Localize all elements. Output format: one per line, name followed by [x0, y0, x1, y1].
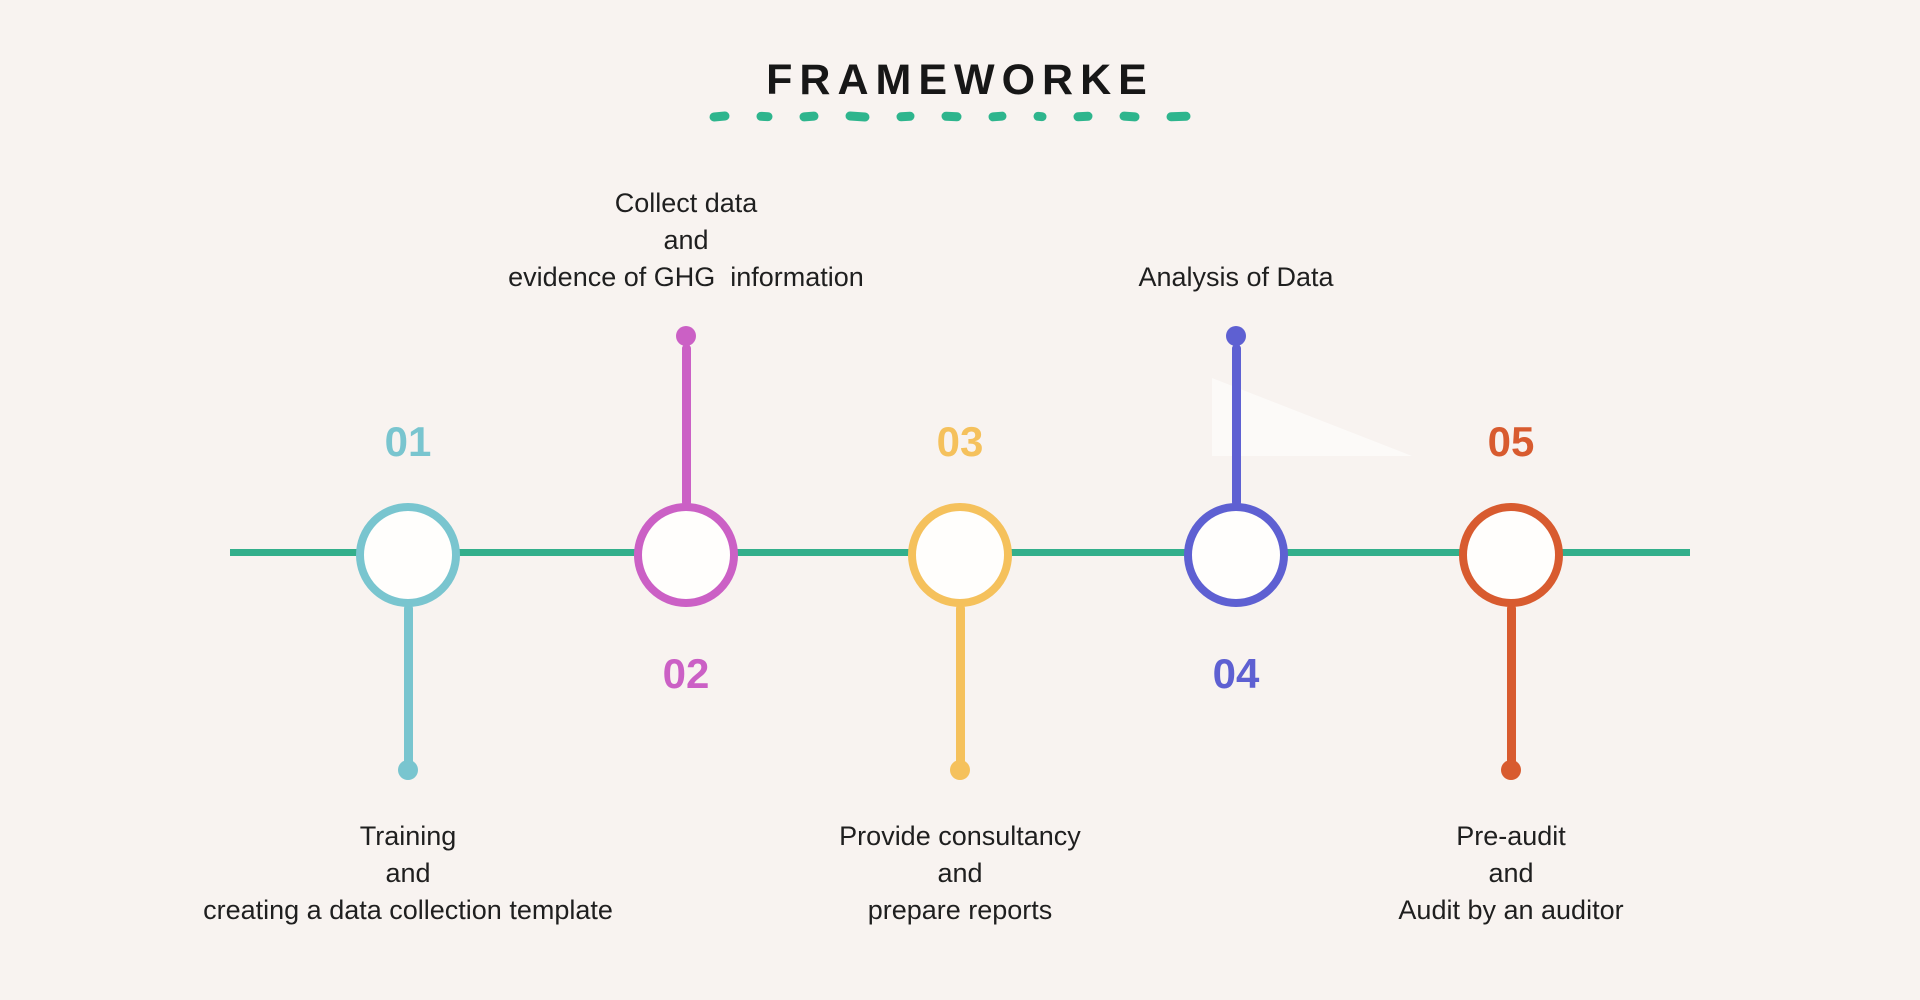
step-number: 02	[662, 650, 710, 697]
underline-dash	[1033, 111, 1047, 122]
underline-dash	[988, 111, 1007, 122]
page-title: FRAMEWORKE	[766, 56, 1154, 104]
step-number: 03	[936, 418, 984, 465]
step-connector-dot	[1501, 760, 1521, 780]
step-circle-node	[1184, 503, 1288, 607]
step-connector-line	[1232, 344, 1241, 507]
step-label: Pre-audit and Audit by an auditor	[1211, 818, 1811, 929]
step-label-line: and	[1488, 858, 1534, 888]
title-underline	[709, 111, 1191, 122]
watermark-sheen	[1212, 378, 1412, 456]
step-connector-line	[682, 344, 691, 507]
step-label-line: Pre-audit	[1456, 821, 1566, 851]
underline-dash	[896, 111, 915, 122]
step-number: 05	[1487, 418, 1535, 465]
underline-dash	[709, 111, 730, 122]
step-circle-node	[634, 503, 738, 607]
underline-dash	[756, 111, 773, 122]
step-connector-dot	[398, 760, 418, 780]
step-label: Training and creating a data collection …	[108, 818, 708, 929]
step-label-line: and	[663, 225, 709, 255]
step-label-line: Provide consultancy	[839, 821, 1081, 851]
step-label-line: Collect data	[614, 188, 758, 218]
underline-dash	[941, 111, 962, 122]
step-label-line: evidence of GHG information	[508, 262, 864, 292]
step-number: 01	[384, 418, 432, 465]
step-label: Analysis of Data	[936, 259, 1536, 296]
step-circle-node	[1459, 503, 1563, 607]
step-label: Provide consultancy and prepare reports	[660, 818, 1260, 929]
step-label: Collect data and evidence of GHG informa…	[386, 185, 986, 296]
step-connector-line	[404, 604, 413, 767]
step-label-line: creating a data collection template	[203, 895, 613, 925]
step-label-line: Audit by an auditor	[1398, 895, 1624, 925]
step-connector-line	[1507, 604, 1516, 767]
underline-dash	[799, 111, 819, 122]
step-label-line: Training	[359, 821, 457, 851]
underline-dash	[1073, 111, 1093, 122]
step-connector-line	[956, 604, 965, 767]
step-connector-dot	[950, 760, 970, 780]
underline-dash	[1166, 111, 1191, 122]
step-label-line: and	[937, 858, 983, 888]
step-circle-node	[908, 503, 1012, 607]
step-label-line: Analysis of Data	[1138, 262, 1334, 292]
step-circle-node	[356, 503, 460, 607]
step-connector-dot	[676, 326, 696, 346]
step-label-line: prepare reports	[867, 895, 1053, 925]
underline-dash	[1119, 111, 1140, 122]
underline-dash	[845, 111, 870, 122]
step-number: 04	[1212, 650, 1260, 697]
step-connector-dot	[1226, 326, 1246, 346]
step-label-line: and	[385, 858, 431, 888]
